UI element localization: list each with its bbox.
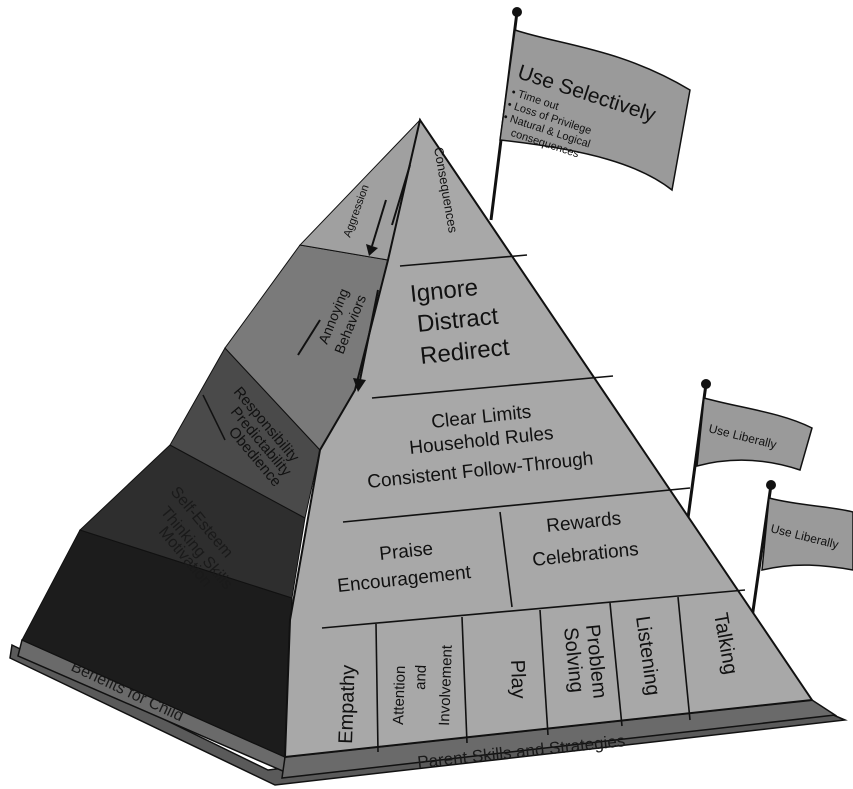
flag-cloth bbox=[696, 397, 813, 471]
column-divider bbox=[677, 596, 691, 721]
flag-pole-knob bbox=[766, 480, 776, 490]
arrow bbox=[297, 319, 321, 356]
tier-line bbox=[321, 589, 746, 629]
foundation-involvement: Involvement bbox=[436, 644, 456, 726]
flag-cloth bbox=[761, 497, 853, 571]
flag-use-liberally-bottom: Use Liberally bbox=[750, 480, 853, 619]
flag-pole-knob bbox=[701, 379, 711, 389]
tier-line bbox=[399, 254, 528, 267]
arrow bbox=[371, 199, 387, 247]
column-divider bbox=[539, 609, 549, 736]
tier-line bbox=[371, 375, 614, 399]
flag-cloth bbox=[499, 29, 691, 192]
pyramid-base-edge bbox=[9, 643, 848, 786]
arrowhead bbox=[353, 378, 366, 392]
foundation-attention: Attention bbox=[390, 665, 409, 725]
flag-use-selectively: Use Selectively • Time out • Loss of Pri… bbox=[489, 7, 691, 221]
foundation-play: Play bbox=[506, 659, 529, 699]
tier-line bbox=[342, 487, 691, 523]
arrow bbox=[202, 394, 226, 441]
tier-divider bbox=[499, 511, 513, 608]
arrowhead bbox=[366, 244, 378, 256]
flag-pole-knob bbox=[512, 7, 522, 17]
foundation-empathy: Empathy bbox=[335, 665, 360, 745]
arrow bbox=[359, 289, 379, 381]
column-divider bbox=[609, 602, 623, 727]
column-divider bbox=[461, 616, 468, 744]
right-face bbox=[283, 117, 814, 759]
foundation-and: and bbox=[412, 665, 430, 691]
arrow bbox=[391, 164, 411, 226]
column-divider bbox=[375, 623, 379, 753]
flag-use-liberally-middle: Use Liberally bbox=[686, 379, 813, 519]
